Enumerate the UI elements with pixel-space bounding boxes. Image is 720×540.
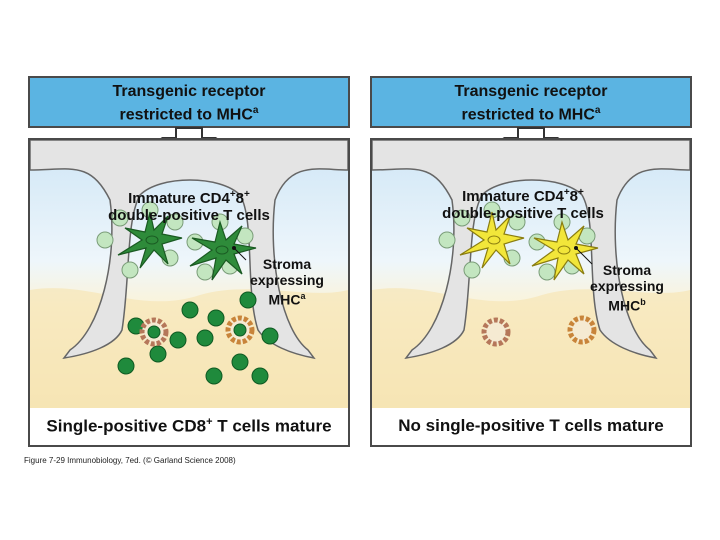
left-header-box: Transgenic receptor restricted to MHCa [28, 76, 350, 128]
left-footer-box: Single-positive CD8+ T cells mature [28, 408, 350, 447]
right-header-text: Transgenic receptor restricted to MHCa [372, 82, 690, 124]
left-footer-text: Single-positive CD8+ T cells mature [46, 416, 332, 436]
right-footer-box: No single-positive T cells mature [370, 408, 692, 447]
figure-caption: Figure 7-29 Immunobiology, 7ed. (© Garla… [24, 456, 236, 465]
left-dying-cells [139, 315, 255, 347]
right-dying-cells [481, 315, 597, 347]
left-panel: Transgenic receptor restricted to MHCa [28, 76, 350, 449]
left-header-sup: a [252, 105, 259, 116]
right-stromal-cells [459, 211, 599, 281]
right-panel: Transgenic receptor restricted to MHCa [370, 76, 692, 449]
left-mature-cd8-cells [117, 291, 279, 385]
right-immature-label: Immature CD4+8+ double-positive T cells [442, 187, 604, 222]
right-header-sup: a [594, 105, 601, 116]
right-stroma-label: Stroma expressing MHCb [590, 262, 664, 314]
left-stromal-cells [117, 211, 257, 281]
left-thymus-stage: Immature CD4+8+ double-positive T cells … [28, 138, 350, 412]
left-header-text: Transgenic receptor restricted to MHCa [30, 82, 348, 124]
right-header-line1: Transgenic receptor [454, 83, 608, 100]
left-stroma-label: Stroma expressing MHCa [250, 256, 324, 308]
left-immature-label: Immature CD4+8+ double-positive T cells [108, 189, 270, 224]
left-header-line1: Transgenic receptor [112, 83, 266, 100]
left-header-line2: restricted to MHC [119, 106, 253, 124]
right-footer-text: No single-positive T cells mature [398, 416, 664, 435]
right-header-line2: restricted to MHC [461, 106, 595, 124]
left-thymus-illustration [30, 140, 348, 410]
right-thymus-illustration [372, 140, 690, 410]
right-thymus-stage: Immature CD4+8+ double-positive T cells … [370, 138, 692, 412]
right-header-box: Transgenic receptor restricted to MHCa [370, 76, 692, 128]
